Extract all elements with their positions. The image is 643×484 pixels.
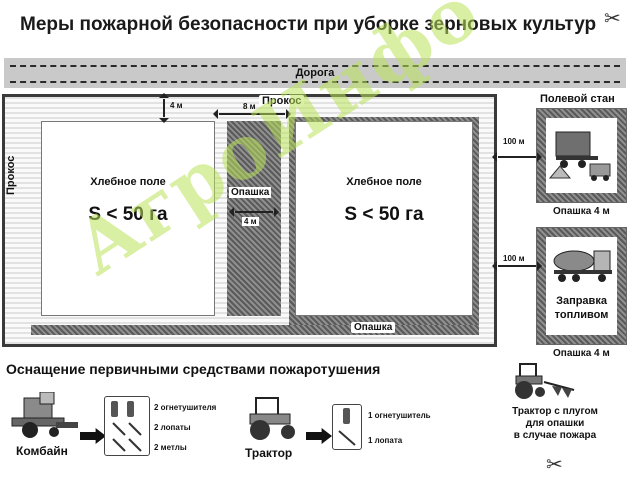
fuel-distance: 100 м [503, 254, 525, 263]
firebreak-strip: Опашка 4 м [227, 121, 281, 316]
scissors-icon: ✂ [546, 454, 563, 476]
camp-distance-arrow [492, 152, 542, 162]
combine-kit-item: 2 лопаты [154, 423, 191, 432]
combine-kit-item: 2 метлы [154, 443, 187, 452]
camp-distance: 100 м [503, 137, 525, 146]
field-camp-firebreak: Опашка 4 м [553, 206, 610, 217]
plow-tractor-icon [515, 363, 575, 399]
combine-kit [104, 396, 150, 456]
grain-field-left: Хлебное поле S < 50 га [41, 121, 215, 316]
mowed-border-top-label: Прокос [259, 95, 305, 107]
combine-caption: Комбайн [16, 444, 68, 458]
equipment-title: Оснащение первичными средствами пожароту… [6, 361, 381, 377]
bottom-firebreak-label: Опашка [351, 322, 396, 333]
field-area: S < 50 га [88, 204, 168, 225]
field-camp-area [546, 118, 617, 193]
tractor-kit-item: 1 лопата [368, 436, 403, 445]
field-camp [536, 108, 627, 203]
combine-icon [11, 392, 78, 438]
plow-caption-line2: для опашки [525, 418, 585, 429]
plow-caption: Трактор с плугом для опашки в случае пож… [500, 406, 610, 442]
tractor-caption: Трактор [245, 446, 293, 460]
fuel-distance-arrow [492, 261, 542, 271]
fuel-station-firebreak: Опашка 4 м [553, 348, 610, 359]
mowed-border-left-label: Прокос [5, 155, 17, 195]
firebreak-label: Опашка [229, 187, 272, 198]
fuel-label-line2: топливом [554, 309, 609, 321]
extinguisher-shovel-broom-icon [111, 401, 142, 452]
road-lane-line [10, 81, 620, 83]
field-name: Хлебное поле [346, 176, 422, 188]
field-name: Хлебное поле [90, 176, 166, 188]
field-area: S < 50 га [344, 204, 424, 225]
poster-title: Меры пожарной безопасности при уборке зе… [20, 14, 597, 35]
fuel-truck-icon [553, 250, 612, 282]
combine-kit-item: 2 огнетушителя [154, 403, 217, 412]
field-camp-title: Полевой стан [540, 93, 615, 105]
tractor-icon [249, 397, 295, 440]
firebreak-width: 4 м [242, 217, 259, 226]
width-arrow [229, 207, 279, 217]
bottom-firebreak [31, 325, 479, 335]
road-label: Дорога [4, 67, 626, 79]
fuel-station: Заправка топливом [536, 227, 627, 345]
road-lane-line [10, 65, 620, 67]
plow-caption-line3: в случае пожара [513, 430, 597, 441]
trailer-icon [548, 131, 611, 181]
gap-arrow-vertical [159, 93, 169, 123]
fuel-station-area: Заправка топливом [546, 237, 617, 335]
gap-arrow-horizontal [213, 109, 291, 119]
dim-gap: 8 м [243, 102, 256, 111]
road: Дорога [4, 58, 626, 88]
mowed-border: Хлебное поле S < 50 га Опашка 4 м Хлебно… [2, 93, 497, 347]
dim-top: 4 м [170, 101, 183, 110]
tractor-arrow [306, 428, 332, 444]
tractor-kit [332, 404, 362, 450]
combine-arrow [80, 428, 106, 444]
extinguisher-shovel-icon [338, 408, 356, 446]
tractor-kit-item: 1 огнетушитель [368, 411, 431, 420]
scissors-icon: ✂ [604, 8, 621, 30]
grain-field-right: Хлебное поле S < 50 га [295, 121, 473, 316]
plow-caption-line1: Трактор с плугом [512, 406, 598, 417]
fuel-label-line1: Заправка [556, 295, 607, 307]
